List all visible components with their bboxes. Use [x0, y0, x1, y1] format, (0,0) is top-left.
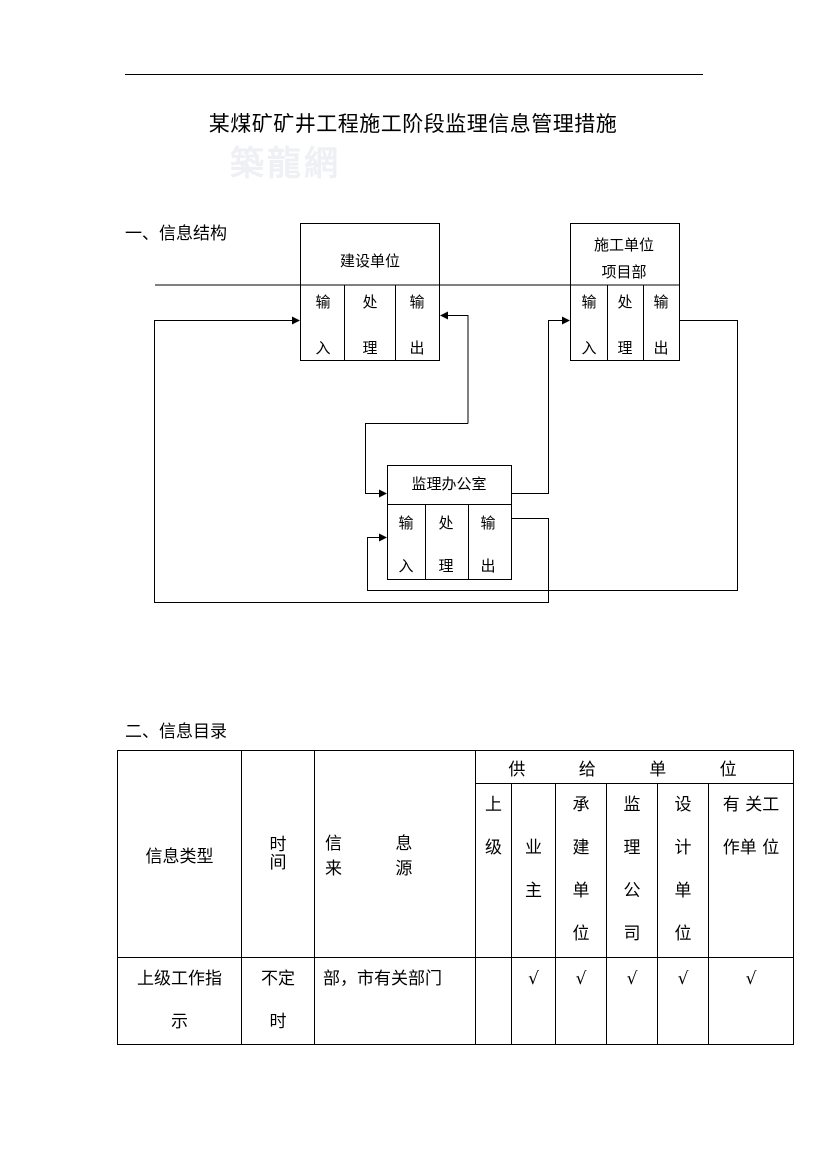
supervision-cell-label: 理: [438, 557, 453, 575]
header-supply-related: 有 关工作单 位: [708, 783, 794, 958]
row-mark-owner: √: [511, 957, 556, 1045]
info-structure-diagram: 建设单位 施工单位 项目部 监理办公室 输 入 处 理 输 出 输 入 处 理 …: [154, 223, 738, 603]
contractor-cell-label: 输: [581, 293, 596, 311]
section1-heading: 一、信息结构: [125, 224, 227, 244]
owner-cell-label: 输: [409, 293, 424, 311]
owner-cell-label: 入: [315, 339, 330, 357]
arrow-to-supervision-input-top: [365, 423, 468, 498]
header-supply-superior: 上级: [475, 783, 512, 958]
supervision-label: 监理办公室: [411, 475, 486, 493]
contractor-cell-label: 理: [617, 339, 632, 357]
header-source: 信 息 来 源: [314, 750, 476, 958]
owner-cell-label: 出: [409, 339, 424, 357]
contractor-cell-label: 入: [581, 339, 596, 357]
watermark: 築龍網: [230, 144, 341, 184]
section2-heading: 二、信息目录: [125, 722, 227, 742]
supervision-cell-label: 出: [480, 557, 495, 575]
arrow-to-contractor-input: [512, 316, 570, 494]
row-mark-superior: [475, 957, 512, 1045]
row-mark-supervision: √: [606, 957, 658, 1045]
supervision-cell-label: 输: [398, 514, 413, 532]
supervision-cell-label: 输: [480, 514, 495, 532]
row-mark-design: √: [657, 957, 709, 1045]
row-mark-contractor: √: [555, 957, 607, 1045]
arrow-to-owner-output: [440, 311, 469, 424]
supervision-cell-label: 入: [398, 557, 413, 575]
arrow-supervision-to-owner-input: [154, 316, 549, 603]
row-time: 不定时: [241, 957, 315, 1045]
header-supply-group: 供 给 单 位: [475, 750, 794, 784]
supervision-cell-label: 处: [438, 514, 453, 532]
supervision-box: [387, 465, 512, 580]
contractor-label-1: 施工单位: [594, 236, 654, 254]
header-supply-supervision: 监理公司: [606, 783, 658, 958]
row-info-type: 上级工作指示: [117, 957, 242, 1045]
contractor-cell-label: 出: [653, 339, 668, 357]
info-catalog-table: 信息类型 时 间 信 息 来 源 供 给 单 位 上级 业主 承建单位 监理公司…: [117, 750, 794, 1045]
contractor-cell-label: 处: [617, 293, 632, 311]
owner-cell-label: 处: [362, 293, 377, 311]
row-mark-related: √: [708, 957, 794, 1045]
owner-cell-label: 理: [362, 339, 377, 357]
table-row: 上级工作指示 不定时 部，市有关部门 √ √ √ √ √: [117, 957, 794, 1045]
contractor-cell-label: 输: [653, 293, 668, 311]
owner-label: 建设单位: [340, 252, 400, 270]
header-supply-contractor: 承建单位: [555, 783, 607, 958]
header-time: 时 间: [241, 750, 315, 958]
header-rule: [125, 74, 703, 75]
header-info-type: 信息类型: [117, 750, 242, 958]
document-title: 某煤矿矿井工程施工阶段监理信息管理措施: [208, 112, 618, 136]
header-supply-design: 设计单位: [657, 783, 709, 958]
contractor-label-2: 项目部: [601, 263, 646, 281]
row-source: 部，市有关部门: [314, 957, 476, 1045]
owner-box: [300, 223, 440, 361]
owner-cell-label: 输: [315, 293, 330, 311]
header-supply-owner: 业主: [511, 783, 556, 958]
contractor-box: [570, 223, 680, 361]
arrow-contractor-to-supervision: [367, 320, 738, 591]
